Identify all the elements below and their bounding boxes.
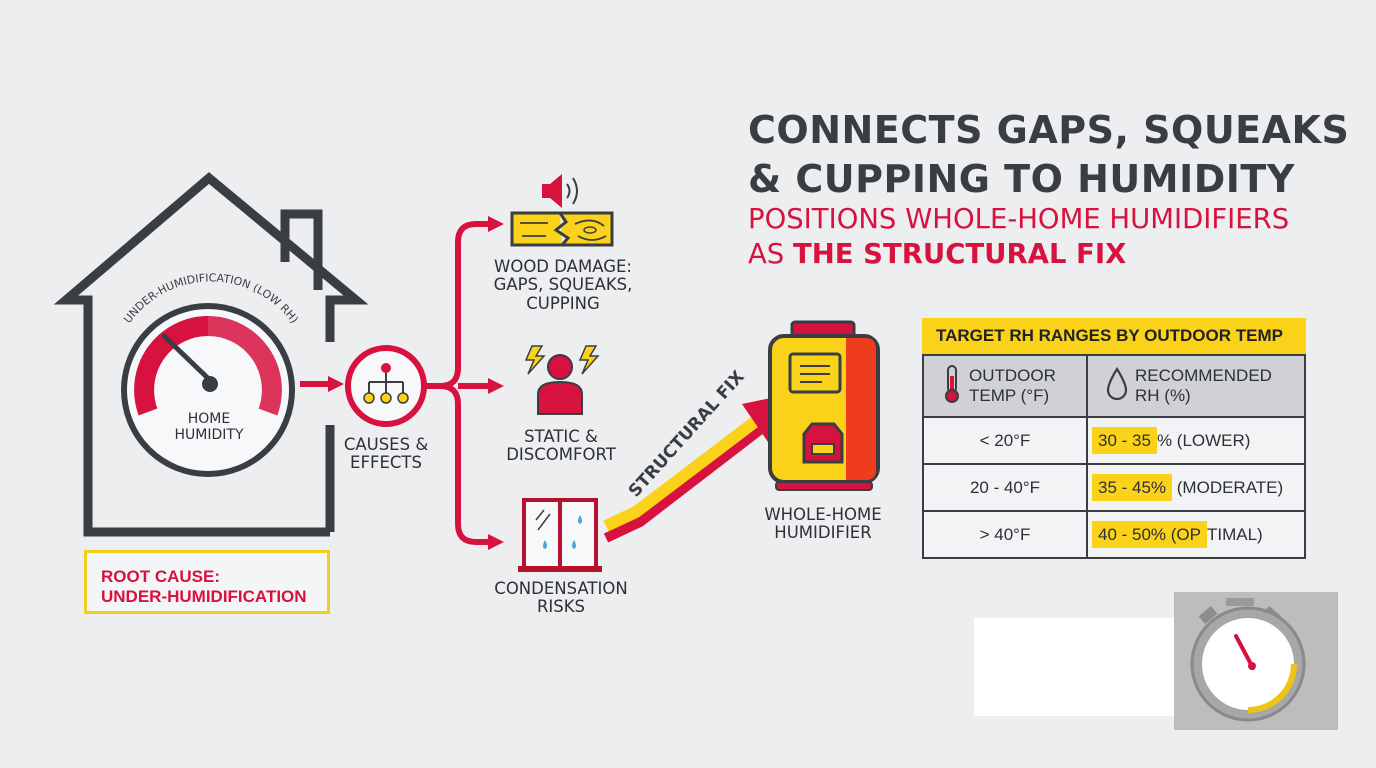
house-to-causes-arrow	[300, 376, 344, 392]
rh-highlight: 30 - 35	[1092, 426, 1157, 454]
rh-highlight-text: 30 - 35	[1098, 430, 1151, 450]
rh-rest-text: TIMAL)	[1207, 524, 1263, 544]
root-cause-line-1: ROOT CAUSE:	[101, 567, 220, 586]
hierarchy-icon	[363, 363, 409, 404]
effect-wood-line-3: CUPPING	[526, 293, 600, 313]
stopwatch-panel	[1174, 592, 1338, 730]
window-condensation-icon	[518, 498, 602, 572]
house-icon	[53, 172, 369, 537]
table-cell-rh: 30 - 35% (LOWER)	[1086, 416, 1306, 465]
gauge-label-line-2: HUMIDITY	[174, 426, 244, 443]
headline: CONNECTS GAPS, SQUEAKS & CUPPING TO HUMI…	[748, 106, 1349, 203]
causes-label: CAUSES & EFFECTS	[336, 435, 436, 473]
cracked-wood-icon	[510, 211, 614, 247]
gauge-label: HOME HUMIDITY	[160, 411, 258, 443]
humidifier-label-line-1: WHOLE-HOME	[764, 505, 882, 524]
table-header-temp-line-1: OUTDOOR	[969, 366, 1056, 386]
root-cause-box: ROOT CAUSE: UNDER-HUMIDIFICATION	[84, 550, 330, 614]
thermometer-icon	[941, 364, 963, 409]
rh-highlight-text: 35 - 45%	[1098, 477, 1167, 497]
table-cell-temp: < 20°F	[922, 416, 1088, 465]
gauge-label-line-1: HOME	[187, 411, 231, 427]
root-cause-line-2: UNDER-HUMIDIFICATION	[101, 587, 307, 607]
table-row: 20 - 40°F 35 - 45% (MODERATE)	[922, 463, 1306, 512]
subheadline-emphasis: THE STRUCTURAL FIX	[793, 237, 1127, 270]
arrowhead-condensation	[488, 534, 504, 550]
arrowhead-static	[488, 378, 504, 394]
humidifier-label-line-2: HUMIDIFIER	[774, 523, 872, 543]
effect-static: STATIC & DISCOMFORT	[486, 427, 636, 465]
table-cell-rh: 35 - 45% (MODERATE)	[1086, 463, 1306, 512]
effect-condensation-line-2: RISKS	[536, 597, 586, 617]
effect-wood-line-2: GAPS, SQUEAKS,	[493, 275, 633, 295]
headline-line-2: & CUPPING TO HUMIDITY	[748, 156, 1295, 201]
effect-condensation: CONDENSATION RISKS	[480, 579, 642, 617]
causes-hub	[345, 345, 427, 427]
effect-static-line-1: STATIC &	[524, 427, 598, 446]
subheadline-prefix: AS	[748, 237, 794, 270]
rh-highlight-text: 40 - 50% (OP	[1098, 524, 1201, 544]
table-header-temp-line-2: TEMP (°F)	[969, 386, 1050, 405]
effect-condensation-line-1: CONDENSATION	[494, 579, 628, 598]
humidifier-icon	[768, 320, 880, 491]
table-cell-rh: 40 - 50% (OP TIMAL)	[1086, 510, 1306, 559]
subheadline-line-2: AS THE STRUCTURAL FIX	[748, 237, 1289, 272]
speaker-icon	[542, 174, 578, 208]
water-drop-icon	[1105, 366, 1129, 407]
causes-label-line-1: CAUSES &	[343, 435, 429, 454]
gauge-icon: UNDER-HUMIDIFICATION (LOW RH)	[121, 271, 301, 477]
lightning-icon	[524, 345, 600, 375]
stressed-person-icon	[537, 354, 583, 415]
table-cell-temp: 20 - 40°F	[922, 463, 1088, 512]
rh-highlight: 35 - 45%	[1092, 473, 1173, 501]
table-cell-temp: > 40°F	[922, 510, 1088, 559]
effect-static-line-2: DISCOMFORT	[506, 445, 616, 465]
rh-highlight: 40 - 50% (OP	[1092, 520, 1207, 548]
rh-rest-text: % (LOWER)	[1156, 430, 1251, 450]
subheadline: POSITIONS WHOLE-HOME HUMIDIFIERS AS THE …	[748, 202, 1289, 272]
arrowhead-wood	[488, 216, 504, 232]
table-header-rh-line-1: RECOMMENDED	[1135, 366, 1272, 386]
branch-connectors	[424, 221, 490, 545]
humidifier-label: WHOLE-HOME HUMIDIFIER	[750, 505, 896, 543]
blank-panel	[974, 618, 1174, 716]
table-title: TARGET RH RANGES BY OUTDOOR TEMP	[922, 318, 1306, 354]
subheadline-line-1: POSITIONS WHOLE-HOME HUMIDIFIERS	[748, 203, 1290, 235]
headline-line-1: CONNECTS GAPS, SQUEAKS	[748, 108, 1350, 152]
effect-wood-line-1: WOOD DAMAGE:	[494, 257, 632, 276]
table-header-rh-line-2: RH (%)	[1135, 386, 1191, 405]
rh-rest-text: (MODERATE)	[1172, 477, 1284, 497]
causes-label-line-2: EFFECTS	[350, 453, 422, 473]
table-row: > 40°F 40 - 50% (OP TIMAL)	[922, 510, 1306, 559]
effect-wood-damage: WOOD DAMAGE: GAPS, SQUEAKS, CUPPING	[476, 257, 650, 313]
table-row: < 20°F 30 - 35% (LOWER)	[922, 416, 1306, 465]
